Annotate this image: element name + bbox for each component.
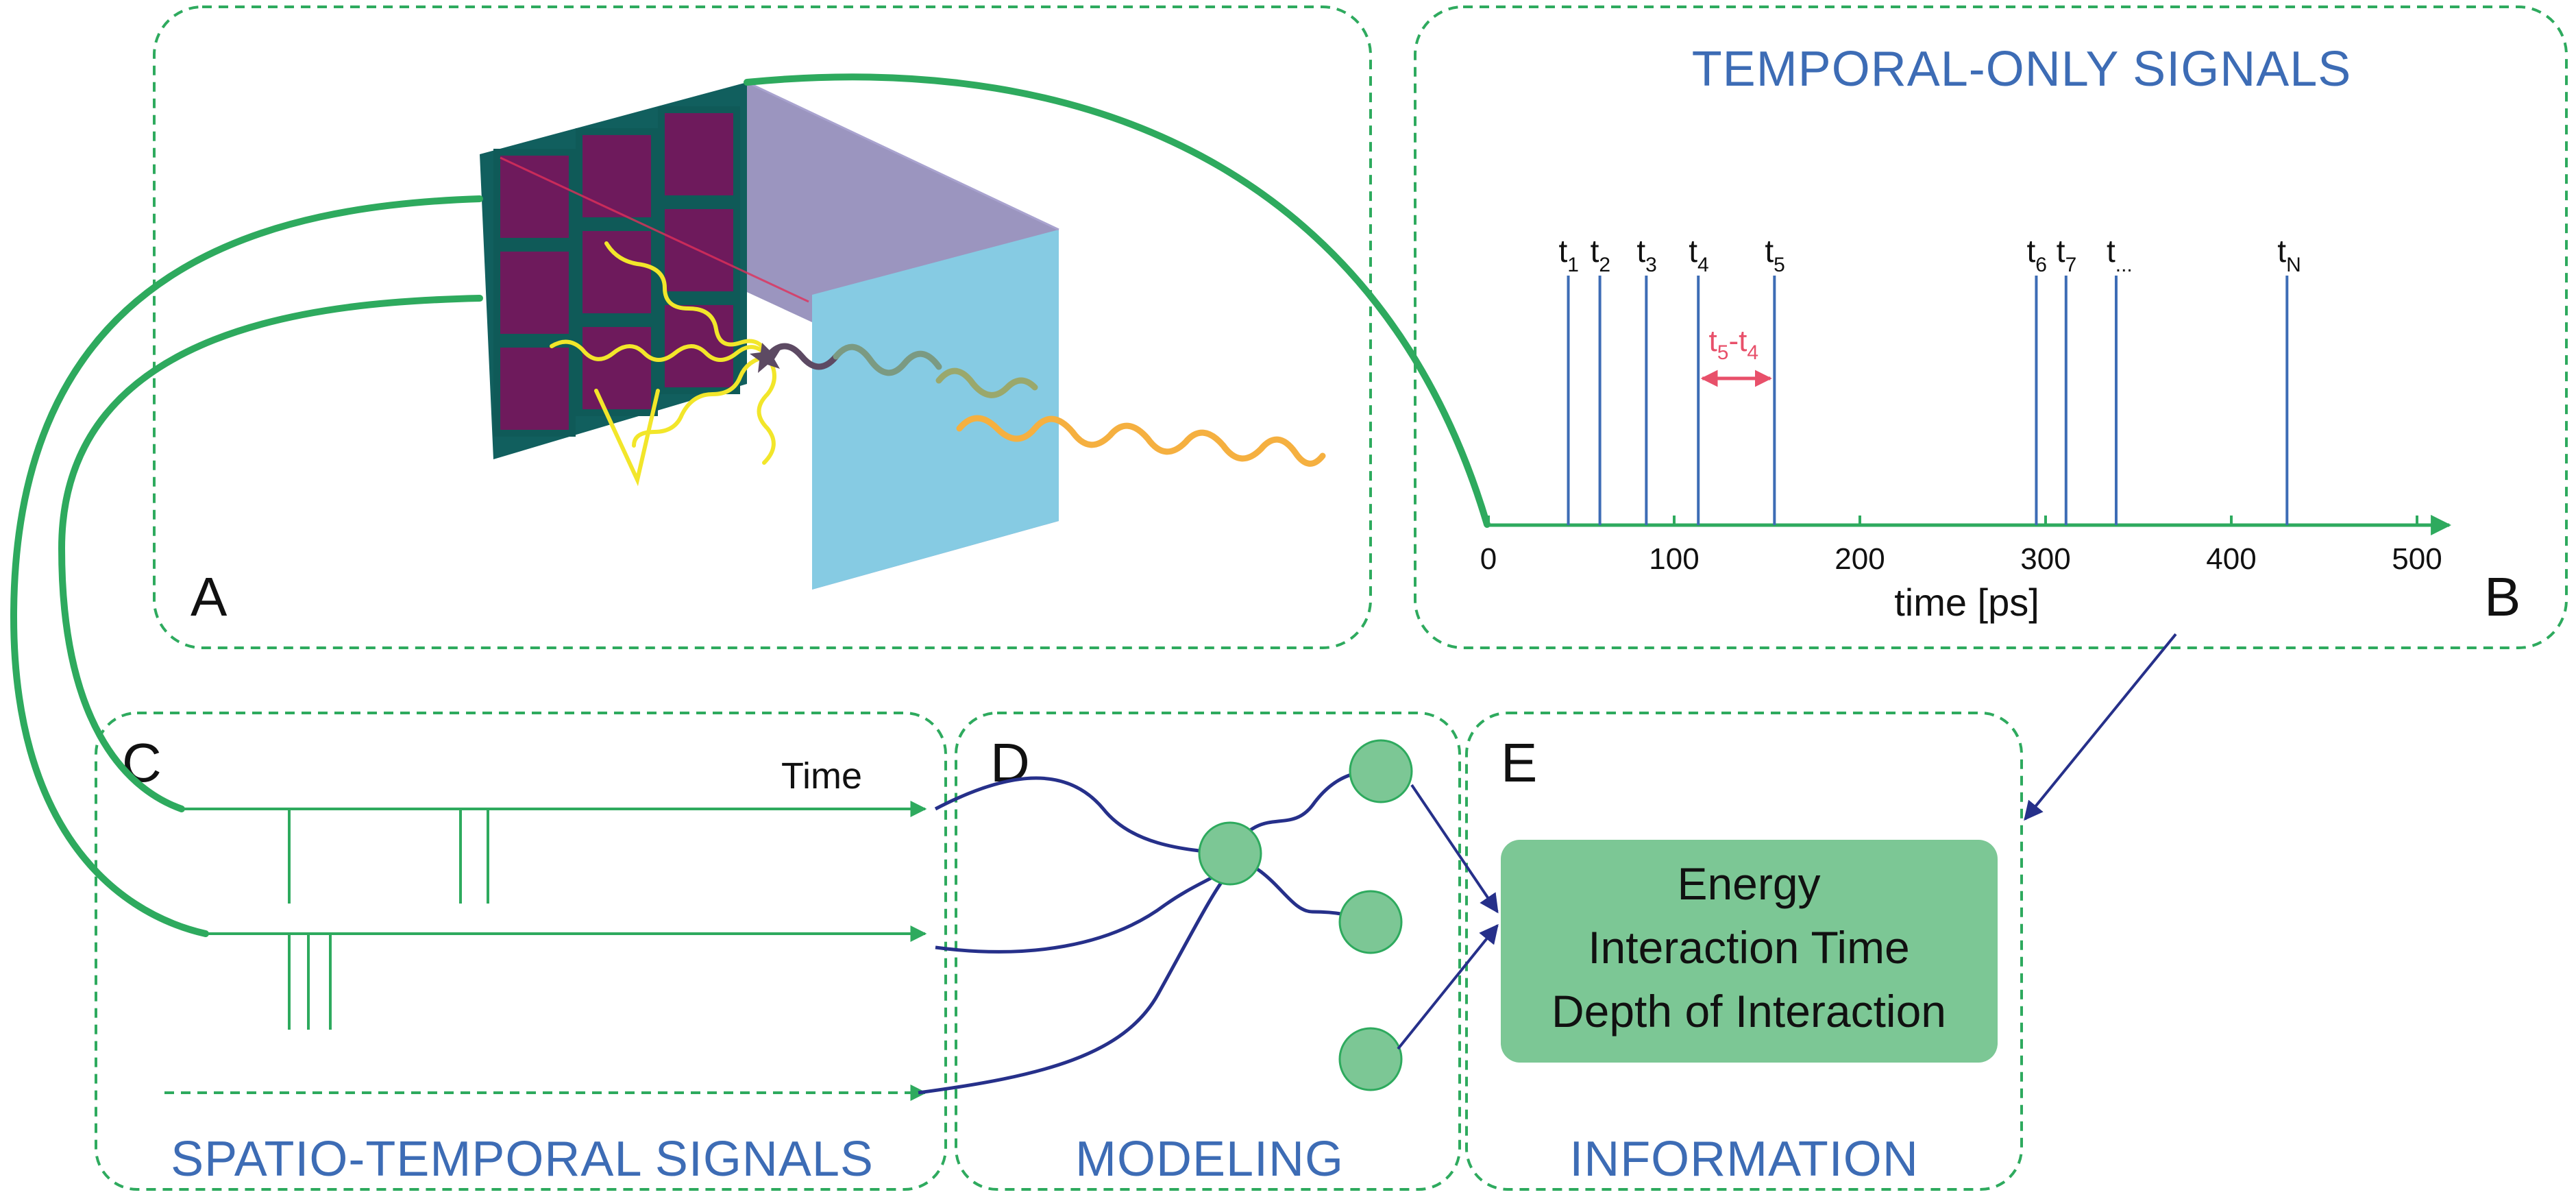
event-label: t5	[1765, 233, 1784, 276]
output-node	[1349, 739, 1413, 803]
event-label: t6	[2026, 233, 2046, 276]
output-node	[1338, 1027, 1403, 1091]
pixel	[658, 298, 740, 394]
panel-e-title: INFORMATION	[1569, 1132, 1919, 1187]
x-tick-label: 200	[1835, 542, 1885, 576]
pixel	[658, 106, 740, 202]
x-tick-label: 300	[2020, 542, 2070, 576]
panel-e: E Energy Interaction Time Depth of Inter…	[1465, 712, 2023, 1191]
event-label: t3	[1636, 233, 1656, 276]
x-tick-label: 400	[2206, 542, 2256, 576]
interval-label: t5-t4	[1709, 324, 1759, 364]
panel-a: A	[153, 5, 1372, 649]
hidden-node	[1198, 821, 1262, 886]
arrow-to-information	[1410, 784, 1499, 914]
signal-traces	[164, 801, 927, 1101]
panel-b-title: TEMPORAL-ONLY SIGNALS	[1692, 42, 2352, 97]
event-label: t4	[1689, 233, 1708, 276]
panel-c-title: SPATIO-TEMPORAL SIGNALS	[171, 1132, 874, 1187]
interaction-point-icon	[750, 343, 781, 373]
info-depth: Depth of Interaction	[1551, 986, 1946, 1037]
info-energy: Energy	[1677, 858, 1820, 909]
readout-cables	[10, 73, 1491, 937]
x-axis-title: time [ps]	[1894, 581, 2039, 624]
output-node	[1338, 890, 1403, 954]
network-nodes	[1198, 739, 1413, 1091]
pixel	[493, 245, 576, 341]
event-label: tN	[2277, 233, 2301, 276]
arrow-to-information	[1397, 923, 1499, 1050]
pixel	[576, 320, 658, 416]
pixel	[576, 224, 658, 320]
panel-e-frame	[1465, 712, 2023, 1191]
gamma-ray	[764, 343, 1326, 467]
panel-c-frame	[95, 712, 947, 1191]
optical-photons	[550, 241, 776, 487]
timeline-chart: 0 100 200 300 400 500 t1 t2 t3 t4 t5 t6 t7 t... tN t5-t…	[1480, 233, 2452, 576]
panel-d-title: MODELING	[1075, 1132, 1344, 1187]
time-label: Time	[781, 755, 862, 797]
x-tick-label: 100	[1649, 542, 1699, 576]
information-box	[1501, 840, 1998, 1063]
pixel	[576, 128, 658, 224]
panel-d-frame	[955, 712, 1461, 1191]
readout-cable-1	[10, 195, 483, 937]
x-tick-label: 500	[2392, 542, 2442, 576]
event-label: t2	[1591, 233, 1610, 276]
information-arrows	[1397, 633, 2177, 1050]
event-label: t...	[2107, 233, 2133, 276]
x-tick-label: 0	[1480, 542, 1497, 576]
panel-e-letter: E	[1501, 732, 1537, 793]
arrow-from-temporal	[2024, 633, 2177, 821]
panel-a-frame	[153, 5, 1372, 649]
pixel	[493, 149, 576, 245]
info-interaction-time: Interaction Time	[1588, 922, 1910, 973]
panel-b: TEMPORAL-ONLY SIGNALS 0 100 200 300 400 500 t1…	[1414, 5, 2568, 649]
panel-b-letter: B	[2484, 566, 2520, 627]
panel-b-frame	[1414, 5, 2568, 649]
panel-d: D MODELING	[918, 712, 1461, 1191]
panel-a-letter: A	[191, 566, 228, 627]
panel-c: C Time SPATIO-TEMPORAL SIGNALS	[95, 712, 947, 1191]
pixel	[493, 341, 576, 437]
readout-cable-3	[744, 73, 1491, 528]
event-label: t1	[1559, 233, 1579, 276]
network-edges	[918, 769, 1371, 1095]
sipm-pixel-array	[480, 82, 809, 459]
event-label: t7	[2057, 233, 2076, 276]
readout-cable-2	[58, 295, 483, 812]
